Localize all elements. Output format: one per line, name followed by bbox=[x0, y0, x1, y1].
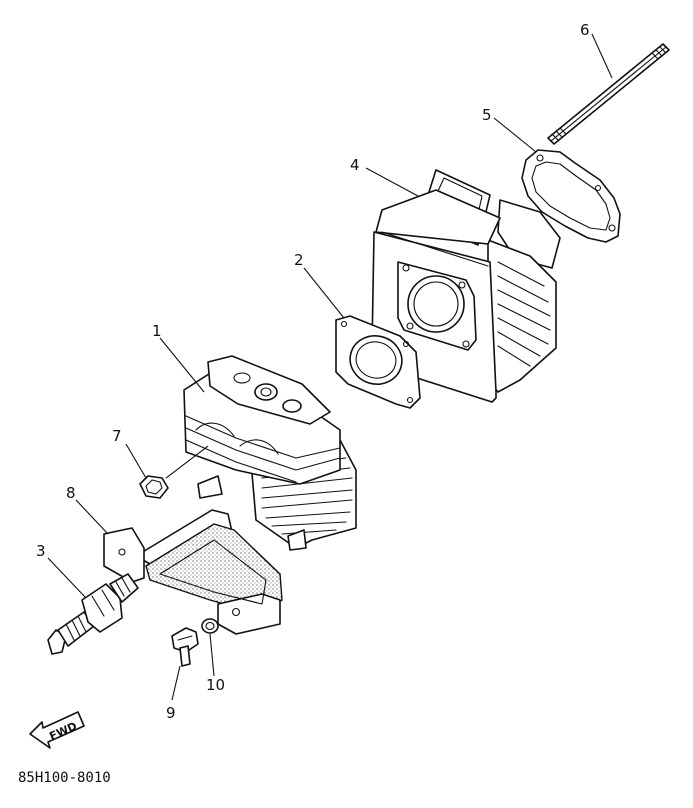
cylinder-gasket-part bbox=[521, 149, 621, 243]
callout-3: 3 bbox=[36, 542, 46, 560]
callout-1: 1 bbox=[152, 322, 162, 340]
forward-arrow-icon: FWD bbox=[29, 711, 85, 749]
callout-6: 6 bbox=[580, 21, 590, 39]
washer-part bbox=[201, 618, 219, 634]
callout-5: 5 bbox=[482, 106, 492, 124]
bolt-part bbox=[171, 627, 199, 667]
callout-2: 2 bbox=[294, 251, 304, 269]
nut-part bbox=[139, 475, 169, 499]
spark-plug-part bbox=[47, 573, 139, 655]
callout-4: 4 bbox=[350, 156, 360, 174]
callout-10: 10 bbox=[206, 676, 225, 694]
head-cover-part bbox=[103, 509, 283, 635]
callout-8: 8 bbox=[66, 484, 76, 502]
leader-lines bbox=[47, 33, 613, 701]
callout-9: 9 bbox=[166, 704, 176, 722]
drawing-code: 85H100-8010 bbox=[18, 770, 111, 786]
callout-7: 7 bbox=[112, 427, 122, 445]
stud-bolt-part bbox=[547, 43, 670, 145]
cylinder-head-gasket-part bbox=[335, 315, 421, 409]
cylinder-head-part bbox=[183, 355, 357, 551]
cylinder-part bbox=[371, 169, 561, 403]
